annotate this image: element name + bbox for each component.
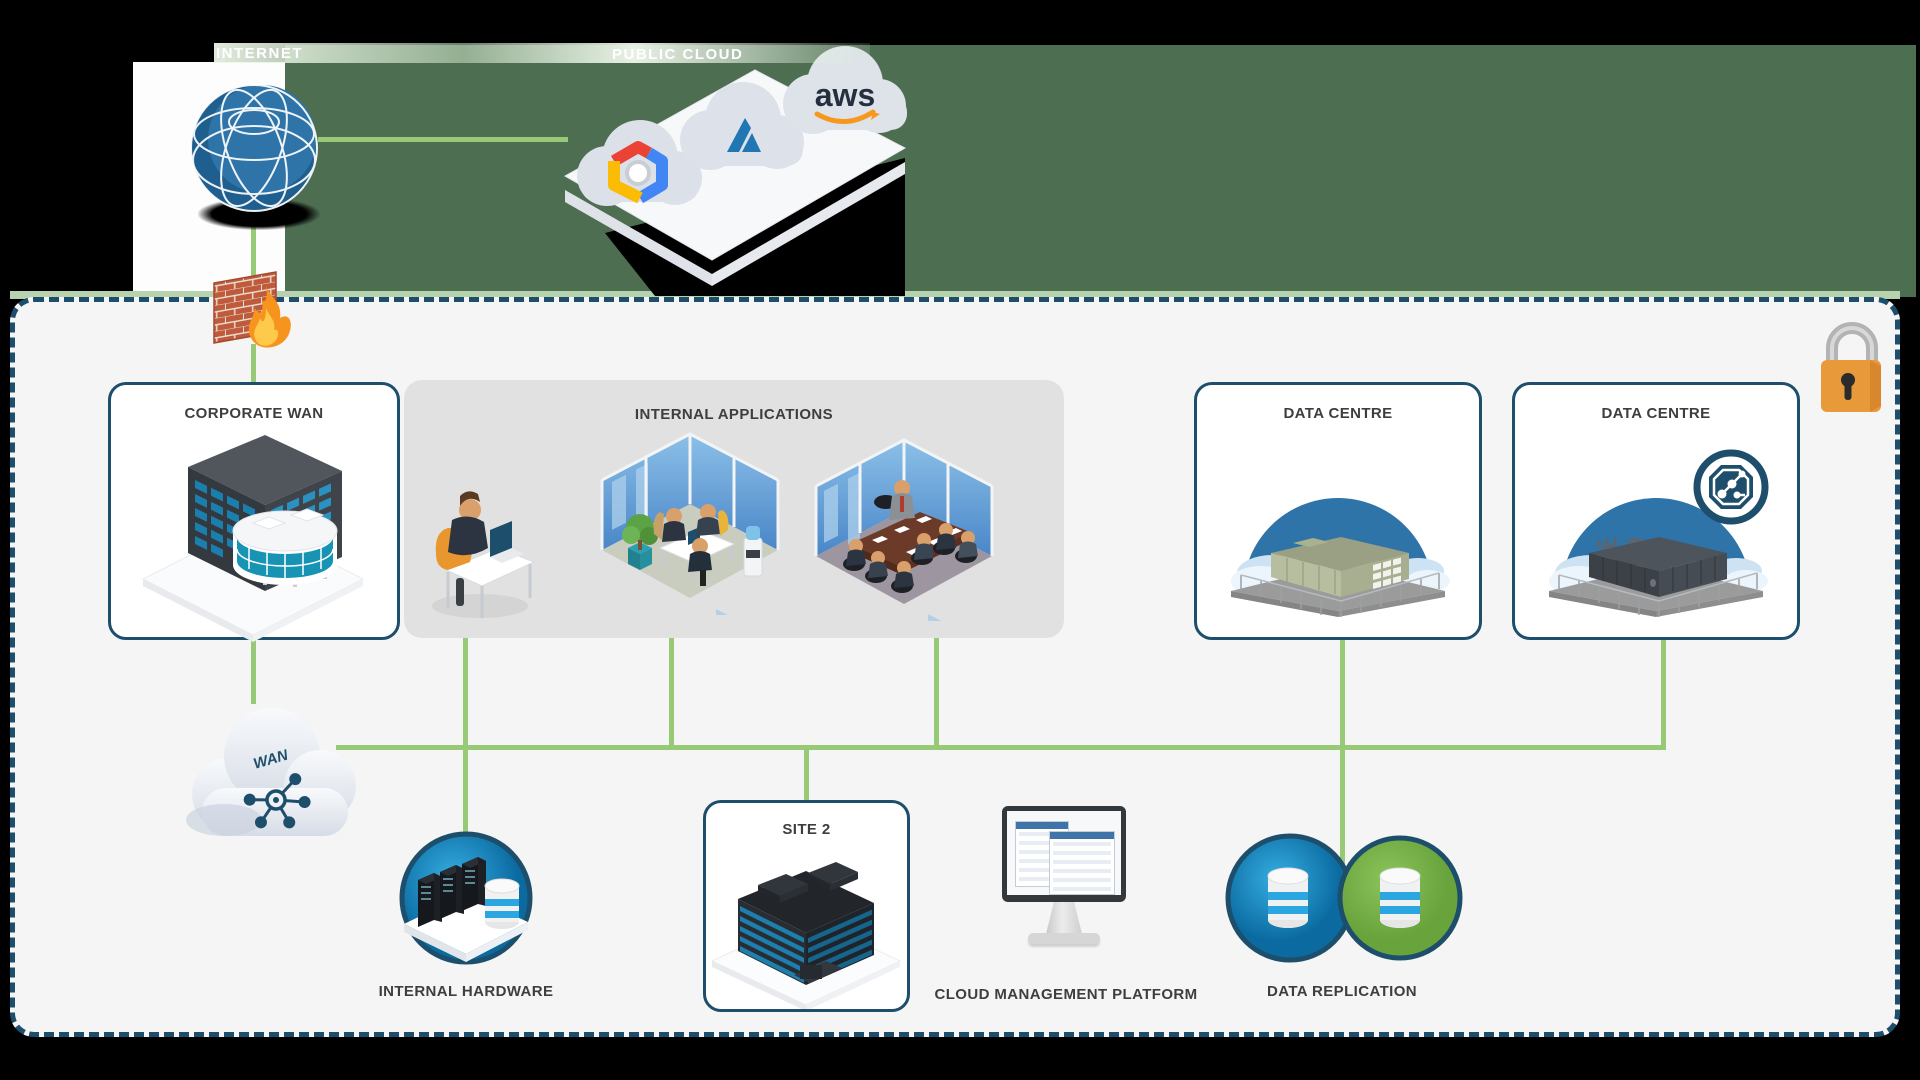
database-cylinder-icon — [484, 878, 520, 929]
fence — [1240, 572, 1440, 617]
monitor-base — [1028, 933, 1100, 944]
boardroom-scene — [814, 438, 994, 621]
outer-green-region — [285, 45, 1916, 297]
data-centre-right-title: DATA CENTRE — [1601, 405, 1711, 422]
azure-icon — [727, 118, 761, 152]
internal-applications-title: INTERNAL APPLICATIONS — [634, 406, 834, 423]
line-internet-to-firewall — [251, 208, 256, 278]
public-cloud-platform: aws — [563, 46, 907, 296]
aws-icon: aws — [814, 77, 880, 124]
line-bus-to-site2 — [804, 747, 809, 805]
google-cloud-icon — [608, 141, 668, 204]
node-data-centre-right: DATA CENTRE — [1512, 382, 1800, 640]
line-internet-to-public-cloud — [318, 137, 568, 142]
line-bus — [336, 745, 1666, 750]
server-rack-icon — [418, 857, 486, 927]
database-cylinder-blue — [1267, 867, 1309, 928]
firewall-brick-flame-icon — [213, 271, 291, 348]
internet-globe-icon — [190, 84, 318, 212]
internal-hardware-label: INTERNAL HARDWARE — [378, 983, 554, 1000]
gcp-cloud — [577, 120, 702, 206]
data-centre-building-icon — [1231, 498, 1450, 617]
site-2-building-icon — [710, 862, 902, 1009]
fence — [1558, 572, 1758, 617]
database-cylinder-green — [1379, 867, 1421, 928]
line-corporate-wan-to-wan-cloud — [251, 632, 256, 704]
dashboard-window-2 — [1049, 831, 1115, 895]
water-cooler — [743, 526, 763, 577]
node-site-2: SITE 2 — [703, 800, 910, 1012]
corporate-wan-title: CORPORATE WAN — [184, 405, 324, 422]
site-2-title: SITE 2 — [782, 821, 831, 838]
internal-hardware-icon — [399, 831, 533, 965]
meeting-room-scene — [600, 432, 780, 615]
azure-cloud — [680, 82, 804, 170]
network-hub-icon — [243, 773, 311, 829]
dark-data-centre-building-icon — [1549, 498, 1768, 617]
node-corporate-wan: CORPORATE WAN — [108, 382, 400, 642]
zone-top-glow — [10, 291, 1900, 299]
line-apps-to-internal-hardware — [463, 632, 468, 837]
line-apps-drop-1 — [669, 632, 674, 747]
data-replication-icon — [1225, 833, 1463, 963]
wan-cloud-icon: WAN — [186, 708, 356, 836]
monitor-screen — [1007, 811, 1121, 895]
line-dc1-to-replication — [1340, 632, 1345, 864]
public-cloud-label: PUBLIC CLOUD — [612, 46, 744, 63]
roof-units — [758, 862, 858, 903]
circuit-chip-badge-icon — [1693, 449, 1769, 525]
node-data-centre-left: DATA CENTRE — [1194, 382, 1482, 640]
padlock-icon — [1821, 322, 1881, 412]
glass-rotunda — [232, 508, 338, 587]
internet-label: INTERNET — [216, 45, 303, 62]
chairs-people — [843, 480, 978, 593]
corporate-building-icon — [141, 435, 365, 642]
line-apps-drop-2 — [934, 632, 939, 747]
data-centre-left-title: DATA CENTRE — [1283, 405, 1393, 422]
line-firewall-to-corporate-wan — [251, 344, 256, 386]
aws-cloud: aws — [783, 46, 907, 134]
employee-desk-scene — [432, 491, 536, 618]
cloud-management-monitor — [1002, 806, 1126, 902]
line-dc2-to-bus — [1661, 632, 1666, 747]
svg-text:aws: aws — [815, 77, 875, 113]
top-label-glow-band — [214, 43, 870, 63]
data-replication-label: DATA REPLICATION — [1267, 983, 1417, 1000]
cloud-management-platform-label: CLOUD MANAGEMENT PLATFORM — [934, 986, 1198, 1003]
